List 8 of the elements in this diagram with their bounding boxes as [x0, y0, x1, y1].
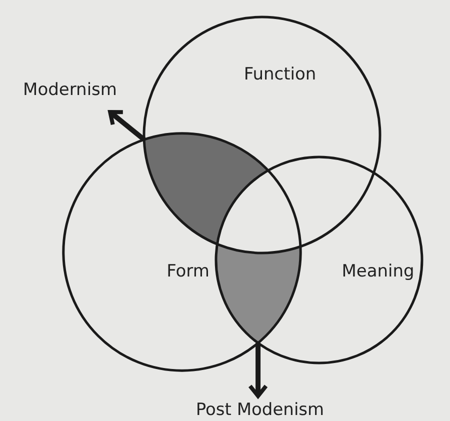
arrow	[248, 343, 268, 398]
overlap-region	[216, 244, 300, 344]
overlap-region	[144, 134, 268, 244]
category-label: Modernism	[4, 78, 136, 102]
circle-label: Function	[244, 63, 316, 86]
category-label: Post Modenism	[160, 398, 360, 421]
circle-label: Form	[166, 260, 210, 284]
circle-label: Meaning	[342, 260, 414, 284]
